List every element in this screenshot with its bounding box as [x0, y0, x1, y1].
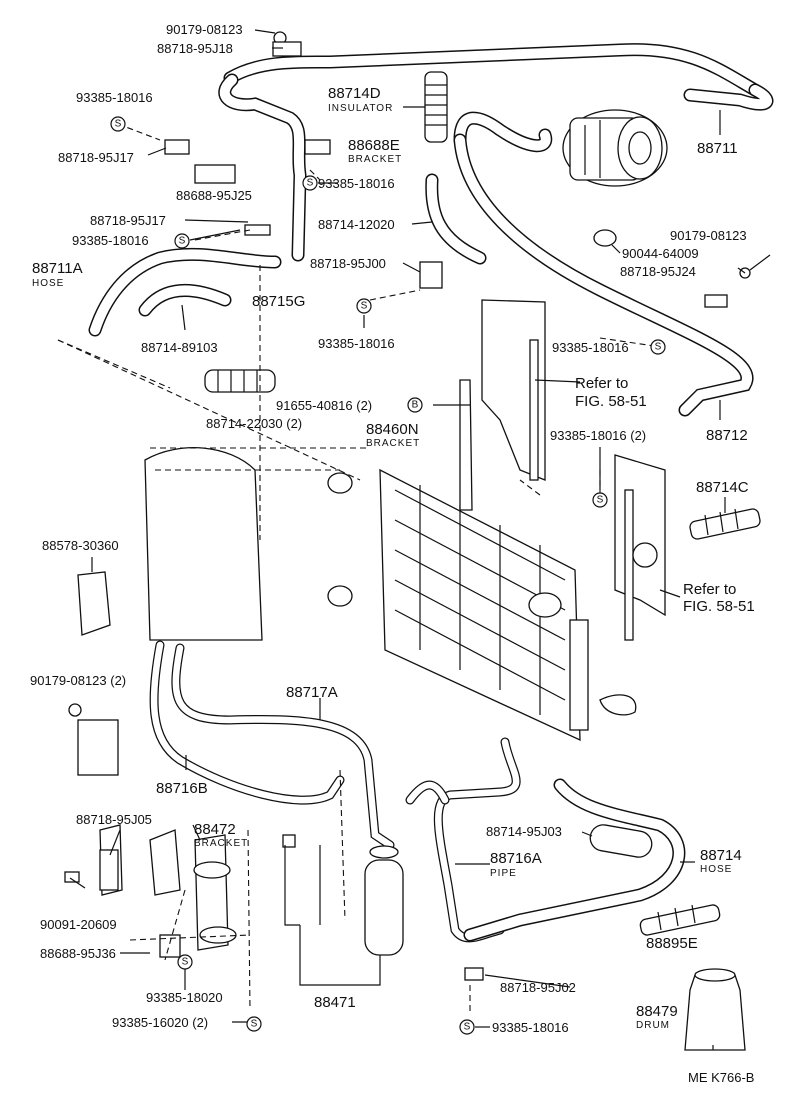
label-88714-89103: 88714-89103	[141, 340, 218, 355]
label-bracket: BRACKET	[194, 838, 248, 849]
label-88714c: 88714C	[696, 479, 749, 496]
pipe-network	[88, 43, 774, 943]
label-88718-95j05: 88718-95J05	[76, 812, 152, 827]
label-drum: DRUM	[636, 1020, 670, 1031]
label-93385-16020: 93385-16020 (2)	[112, 1015, 208, 1030]
svg-text:B: B	[412, 400, 419, 411]
label-93385-18016: 93385-18016	[492, 1020, 569, 1035]
label-88712: 88712	[706, 427, 748, 444]
label-93385-18016-2: 93385-18016 (2)	[550, 428, 646, 443]
label-hose: HOSE	[700, 864, 732, 875]
label-88714-95j03: 88714-95J03	[486, 824, 562, 839]
part-labels: 90179-08123 88718-95J18 93385-18016 8871…	[30, 22, 755, 1085]
svg-text:S: S	[179, 236, 186, 247]
label-88460n: 88460N	[366, 421, 419, 438]
label-88718-95j17: 88718-95J17	[58, 150, 134, 165]
svg-text:S: S	[182, 957, 189, 968]
bracket-88460n	[459, 379, 473, 511]
label-88714-22030: 88714-22030 (2)	[206, 416, 302, 431]
label-insulator: INSULATOR	[328, 103, 393, 114]
symbol-s: S	[650, 339, 666, 355]
label-88717a: 88717A	[286, 684, 338, 701]
label-93385-18020: 93385-18020	[146, 990, 223, 1005]
label-bracket: BRACKET	[366, 438, 420, 449]
label-88718-95j18: 88718-95J18	[157, 41, 233, 56]
label-88688e: 88688E	[348, 137, 400, 154]
components	[64, 31, 761, 1051]
label-88479: 88479	[636, 1003, 678, 1020]
leader-lines	[57, 29, 771, 1050]
svg-text:S: S	[307, 178, 314, 189]
drum-88479	[684, 968, 746, 1051]
label-88688-95j36: 88688-95J36	[40, 946, 116, 961]
symbol-s: S	[246, 1016, 262, 1032]
label-90179-08123-2: 90179-08123 (2)	[30, 673, 126, 688]
symbol-s: S	[174, 233, 190, 249]
svg-text:S: S	[464, 1022, 471, 1033]
label-88716b: 88716B	[156, 780, 208, 797]
fastener-symbols: S S S S S B S S S S	[110, 116, 666, 1035]
symbol-s: S	[592, 492, 608, 508]
label-88714d: 88714D	[328, 85, 381, 102]
label-88714-12020: 88714-12020	[318, 217, 395, 232]
insulator-88895e	[639, 904, 721, 936]
pad-88578-30360	[77, 571, 111, 636]
compressor	[562, 109, 668, 187]
condenser	[327, 468, 637, 742]
insulator-88714c	[689, 508, 761, 540]
svg-text:S: S	[115, 119, 122, 130]
bracket-refer-2	[614, 454, 666, 641]
label-fig-58-51: FIG. 58-51	[683, 598, 755, 615]
svg-text:S: S	[597, 495, 604, 506]
symbol-s: S	[459, 1019, 475, 1035]
label-90179-08123: 90179-08123	[166, 22, 243, 37]
insulator-88714-95j03	[589, 824, 653, 858]
symbol-s: S	[177, 954, 193, 970]
label-88714: 88714	[700, 847, 742, 864]
label-88688-95j25: 88688-95J25	[176, 188, 252, 203]
svg-text:S: S	[361, 301, 368, 312]
label-bracket: BRACKET	[348, 154, 402, 165]
label-88718-95j02: 88718-95J02	[500, 980, 576, 995]
label-88711a: 88711A	[32, 260, 83, 277]
label-93385-18016: 93385-18016	[318, 176, 395, 191]
bracket-refer-1	[481, 299, 546, 481]
insulator-88714d	[424, 71, 448, 143]
label-88715g: 88715G	[252, 293, 305, 310]
label-93385-18016: 93385-18016	[318, 336, 395, 351]
label-91655-40816: 91655-40816 (2)	[276, 398, 372, 413]
receiver-drier-88471	[282, 834, 404, 956]
label-93385-18016: 93385-18016	[76, 90, 153, 105]
label-fig-58-51: FIG. 58-51	[575, 393, 647, 410]
label-88472: 88472	[194, 821, 236, 838]
label-88716a: 88716A	[490, 850, 542, 867]
label-90179-08123: 90179-08123	[670, 228, 747, 243]
label-refer-to: Refer to	[575, 375, 628, 392]
label-90044-64009: 90044-64009	[622, 246, 699, 261]
label-93385-18016: 93385-18016	[552, 340, 629, 355]
label-88718-95j17: 88718-95J17	[90, 213, 166, 228]
svg-text:S: S	[251, 1019, 258, 1030]
label-88895e: 88895E	[646, 935, 698, 952]
symbol-s: S	[110, 116, 126, 132]
symbol-s: S	[356, 298, 372, 314]
label-refer-to: Refer to	[683, 581, 736, 598]
svg-text:S: S	[655, 342, 662, 353]
insulator-88714-22030	[204, 369, 276, 393]
symbol-s: S	[302, 175, 318, 191]
label-88718-95j00: 88718-95J00	[310, 256, 386, 271]
label-93385-18016: 93385-18016	[72, 233, 149, 248]
label-88718-95j24: 88718-95J24	[620, 264, 696, 279]
label-88711: 88711	[697, 140, 738, 157]
label-88578-30360: 88578-30360	[42, 538, 119, 553]
label-footer-code: ME K766-B	[688, 1070, 754, 1085]
fasteners	[64, 31, 751, 981]
symbol-b: B	[407, 397, 423, 413]
label-hose: HOSE	[32, 278, 64, 289]
label-pipe: PIPE	[490, 868, 517, 879]
label-90091-20609: 90091-20609	[40, 917, 117, 932]
label-88471: 88471	[314, 994, 356, 1011]
